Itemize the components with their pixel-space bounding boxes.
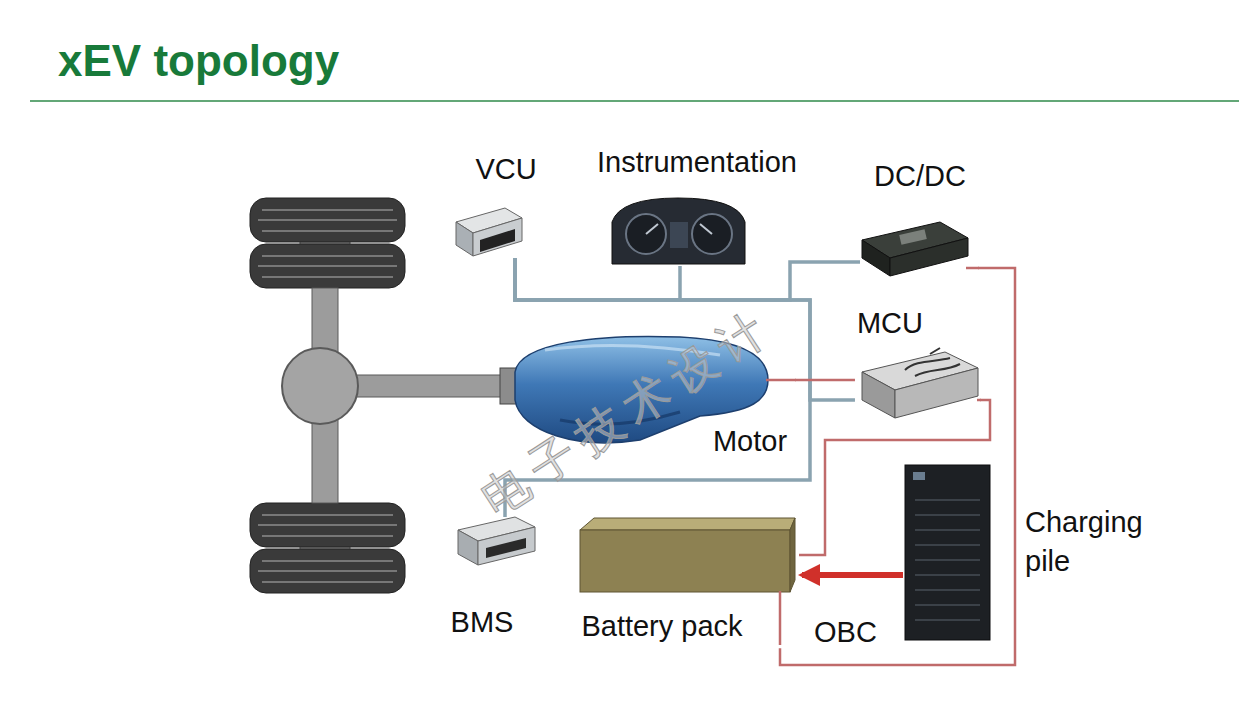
signal-bus-line: [515, 258, 860, 300]
tire: [250, 198, 405, 242]
terminal-stub: [766, 379, 796, 382]
instrument-cluster-picture: [612, 198, 745, 264]
power-line: [795, 379, 855, 382]
instrumentation-node: Instrumentation: [578, 141, 818, 266]
dcdc-node: DC/DC: [860, 155, 978, 277]
tire: [250, 503, 405, 547]
power-line: [780, 268, 1015, 665]
signal-bus-line: [515, 258, 680, 300]
charging-pile-picture: [905, 465, 990, 640]
component-label: DC/DC: [874, 157, 966, 196]
differential: [282, 348, 358, 424]
charging-arrow: [802, 572, 903, 578]
title-rule: [30, 100, 1239, 102]
component-label: MCU: [857, 304, 923, 343]
battery-pack-node: Battery pack: [565, 516, 799, 648]
bms-picture: [458, 517, 535, 565]
mcu-node: MCU: [855, 302, 980, 420]
watermark: 电子技术设计: [470, 295, 786, 530]
mcu-picture: [862, 348, 981, 418]
tire: [250, 244, 405, 288]
component-label: Instrumentation: [597, 143, 797, 182]
vcu-picture: [456, 208, 522, 256]
page-title: xEV topology: [58, 36, 339, 86]
power-line: [799, 400, 990, 555]
component-label: Battery pack: [581, 607, 742, 646]
charging-pile-node: Charging pile: [903, 463, 1177, 643]
dcdc-picture: [862, 222, 979, 276]
bms-node: BMS: [443, 517, 539, 644]
vcu-node: VCU: [452, 148, 544, 258]
tire: [250, 549, 405, 593]
drive-shaft: [350, 375, 510, 397]
component-label: VCU: [475, 150, 536, 189]
component-label: Motor: [713, 422, 787, 461]
edge-label: OBC: [812, 616, 879, 649]
component-label: Charging pile: [1025, 503, 1175, 581]
component-label: BMS: [451, 603, 514, 642]
